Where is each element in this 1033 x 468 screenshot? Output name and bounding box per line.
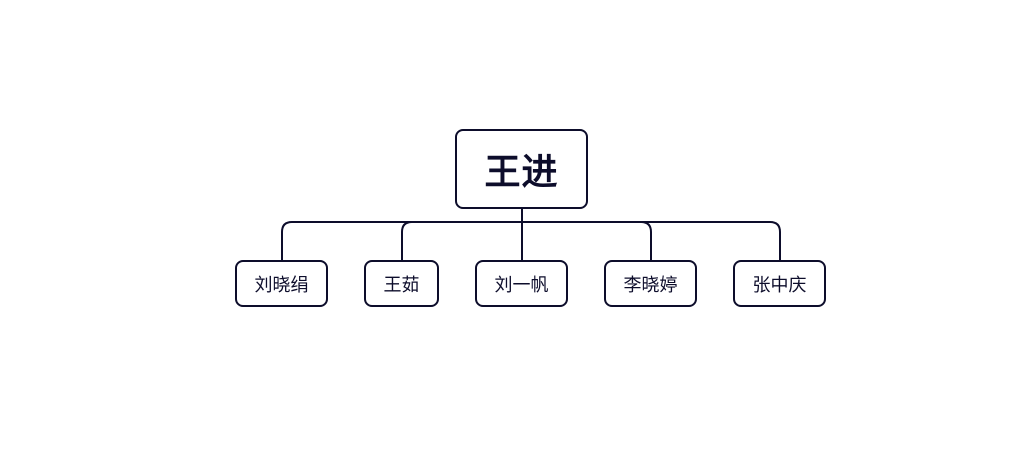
child-node[interactable]: 王茹 [364,260,439,307]
child-node-label: 张中庆 [752,274,807,296]
child-node[interactable]: 张中庆 [733,260,826,307]
root-node[interactable]: 王进 [455,129,588,209]
connector-branch-1 [401,221,413,260]
child-node-label: 刘晓绢 [254,274,309,296]
child-node-label: 李晓婷 [623,274,678,296]
root-node-label: 王进 [484,152,559,193]
connector-branch-3 [640,221,652,260]
child-node[interactable]: 刘晓绢 [235,260,328,307]
child-node-label: 刘一帆 [494,274,549,296]
child-node[interactable]: 刘一帆 [475,260,568,307]
connector-horizontal-bar [281,221,781,260]
child-node-label: 王茹 [383,274,420,296]
child-node[interactable]: 李晓婷 [604,260,697,307]
